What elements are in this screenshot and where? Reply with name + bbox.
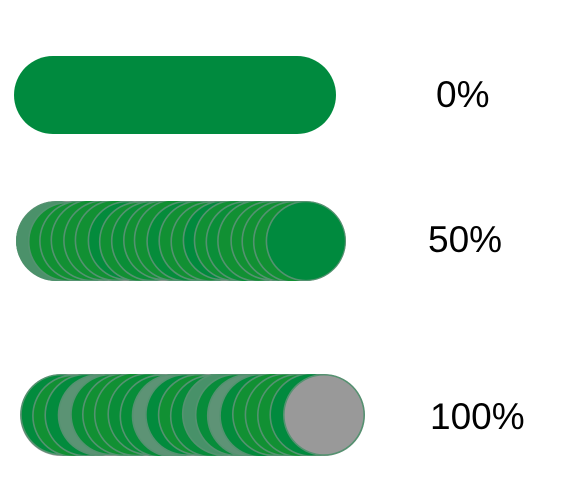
stack-circle (265, 201, 346, 281)
mixing-bar-0 (14, 56, 336, 134)
bar-1-percent-label: 50% (428, 219, 503, 260)
bar-2-percent-label: 100% (430, 396, 525, 437)
mixing-bar-2 (20, 374, 365, 456)
bar-2-circle-stack (20, 374, 365, 456)
stack-circle (282, 374, 365, 456)
bar-0-percent-label: 0% (436, 74, 490, 115)
mixing-bar-1 (16, 201, 346, 281)
bar-0-fill (14, 56, 336, 134)
bar-1-circle-stack (16, 201, 346, 281)
